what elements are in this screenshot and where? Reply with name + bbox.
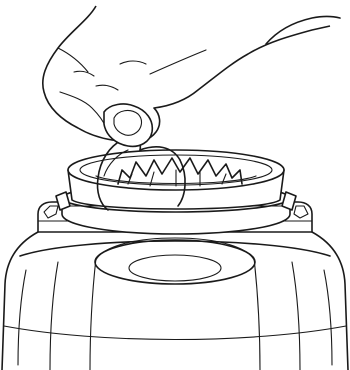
insert-cup-icon xyxy=(56,150,296,234)
hand-icon xyxy=(43,6,340,146)
